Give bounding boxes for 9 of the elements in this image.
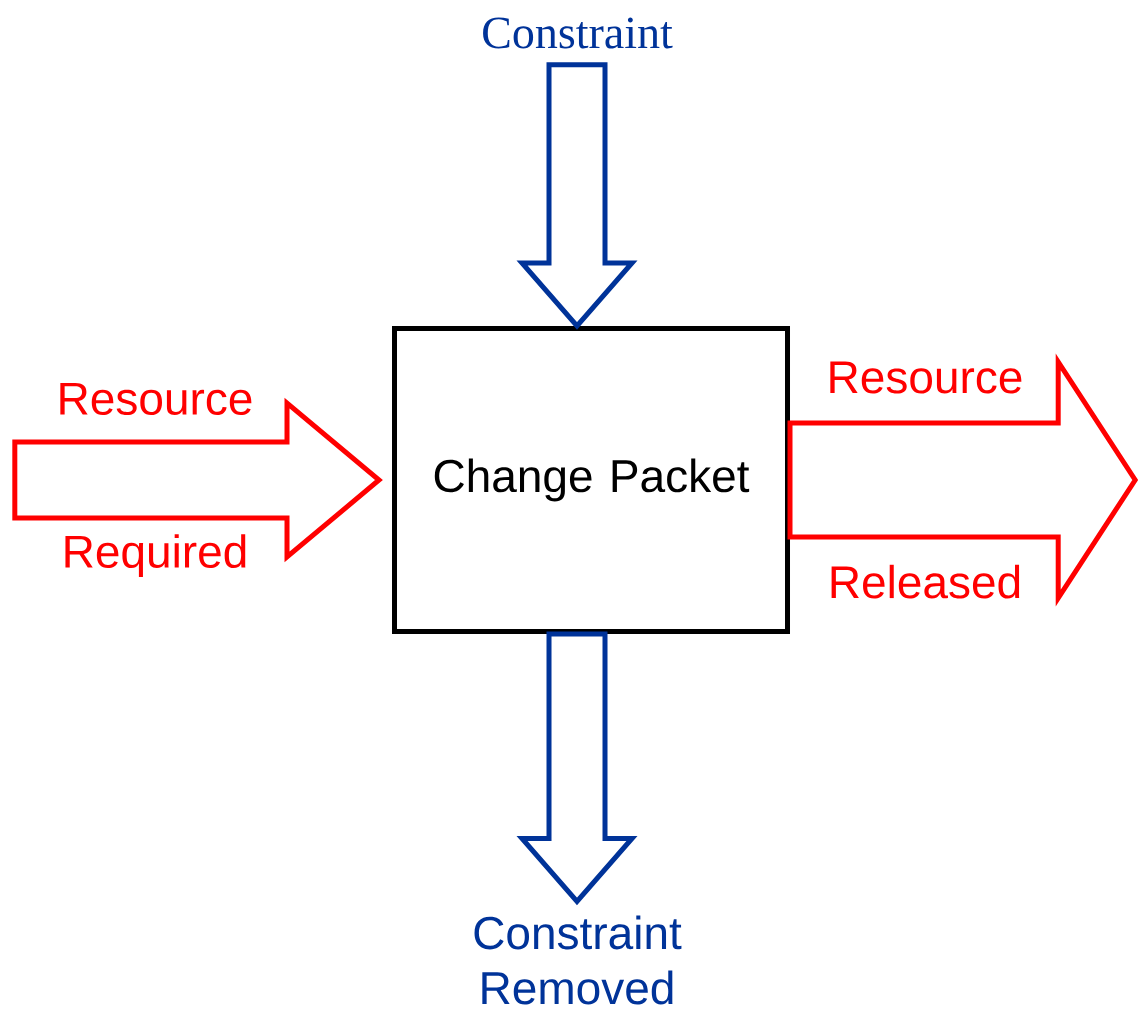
process-box: Change Packet — [392, 326, 790, 634]
block-arrow — [516, 631, 638, 906]
arrow-label: Resource Required — [60, 382, 252, 578]
block-arrow — [12, 397, 383, 563]
block-arrow — [516, 62, 638, 330]
block-arrow — [787, 353, 1138, 607]
arrow-label: Constraint — [483, 17, 673, 49]
arrow-label: Resource Released — [830, 361, 1022, 599]
arrow-label: Constraint Removed — [474, 915, 682, 1005]
